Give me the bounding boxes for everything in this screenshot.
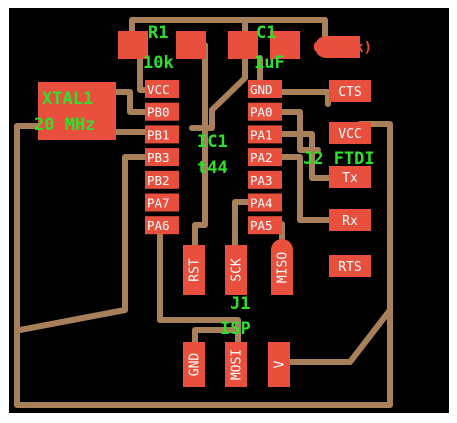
ftdi-gnd-pad	[326, 36, 360, 58]
ftdi-pad-rx	[329, 209, 371, 231]
ic1-value: t44	[197, 158, 228, 178]
ftdi-gnd-note: G (blk)	[313, 40, 372, 56]
ic1-pin-pa6	[145, 216, 179, 235]
j1-value: ISP	[220, 319, 251, 339]
ic1-pin-label: PA2	[250, 150, 273, 165]
ftdi-pad-label: CTS	[338, 85, 361, 100]
trace-pa2-rx	[265, 154, 341, 223]
ic1-ref: IC1	[197, 132, 228, 152]
ic1-pin-label: PA7	[147, 196, 170, 211]
ic1-pin-label: PA5	[250, 218, 273, 233]
c1-value: 1uF	[254, 53, 285, 73]
ftdi-pad-tx	[329, 166, 371, 188]
isp-pad-label: MISO	[276, 252, 291, 283]
trace-gnd-right	[265, 89, 331, 107]
isp-pad-miso	[271, 239, 293, 295]
ftdi-pad-cts	[329, 80, 371, 102]
ftdi-pad-rts	[329, 255, 371, 277]
trace-isp-gnd	[192, 327, 241, 345]
ic1-pin-pa7	[145, 193, 179, 212]
trace-pb3	[17, 154, 163, 333]
ftdi-pad-label: VCC	[338, 127, 361, 142]
ic1-pin-label: VCC	[147, 82, 170, 97]
isp-pad-v	[268, 342, 290, 387]
ic1-pin-pa5	[248, 216, 282, 235]
c1-pad-left	[228, 31, 258, 59]
ic1-pin-label: PA4	[250, 196, 273, 211]
trace-pa6-mosi	[157, 219, 241, 353]
ic1-pin-label: PA3	[250, 173, 273, 188]
ic1-pin-label: GND	[250, 82, 273, 97]
trace-gnd-outer	[14, 121, 393, 408]
xtal1-pad	[38, 82, 116, 140]
ftdi-pad-label: Tx	[342, 171, 358, 186]
ic1-pin-vcc	[145, 80, 179, 98]
ic1-pin-label: PA1	[250, 127, 273, 142]
r1-ref: R1	[148, 23, 168, 43]
isp-pad-label: MOSI	[230, 349, 245, 380]
isp-pad-label: GND	[188, 353, 203, 377]
ic1-pin-pb3	[145, 148, 179, 167]
ftdi-gnd-pad-end	[315, 36, 326, 58]
ic1-pin-label: PA6	[147, 218, 170, 233]
isp-pad-label: V	[273, 360, 288, 368]
ic1-pin-gnd	[248, 80, 282, 98]
ftdi-ref: J2 FTDI	[303, 149, 375, 169]
isp-pad-label: RST	[188, 258, 203, 282]
ic1-pin-label: PB1	[147, 127, 170, 142]
isp-pins: RST SCK MISO GND MOSI V	[183, 239, 293, 387]
c1-ref: C1	[256, 23, 276, 43]
ftdi-pad-vcc	[329, 122, 371, 144]
ic1-pin-label: PB3	[147, 150, 170, 165]
isp-pad-label: SCK	[230, 258, 245, 282]
ic1-pin-label: PB0	[147, 105, 170, 120]
r1-pad-right	[176, 31, 206, 59]
ic1-pin-pa3	[248, 170, 282, 189]
ftdi-pad-label: Rx	[342, 214, 358, 229]
ic1-pin-pa4	[248, 193, 282, 212]
ic1-pin-pb0	[145, 102, 179, 121]
r1-pad-left	[118, 31, 148, 59]
ic1-pin-pa0	[248, 102, 282, 121]
isp-pad-mosi	[225, 342, 247, 387]
r1-value: 10k	[143, 53, 174, 73]
trace-pa1-tx	[265, 131, 341, 181]
isp-pad-sck	[225, 245, 247, 295]
ic1-pin-label: PB2	[147, 173, 170, 188]
ic1-pin-pa2	[248, 148, 282, 167]
j1-ref: J1	[230, 294, 250, 314]
ftdi-pad-label: RTS	[338, 260, 361, 275]
ic1-pin-label: PA0	[250, 105, 273, 120]
isp-pad-rst	[183, 245, 205, 295]
trace-isp-v	[277, 307, 393, 365]
ic1-pin-pb1	[145, 125, 179, 144]
xtal1-value: 20 MHz	[34, 115, 95, 135]
c1-pad-right	[270, 31, 300, 59]
isp-pad-gnd	[183, 342, 205, 387]
xtal1-ref: XTAL1	[42, 89, 93, 109]
ic1-pin-pb2	[145, 170, 179, 189]
ic1-pin-pa1	[248, 125, 282, 144]
